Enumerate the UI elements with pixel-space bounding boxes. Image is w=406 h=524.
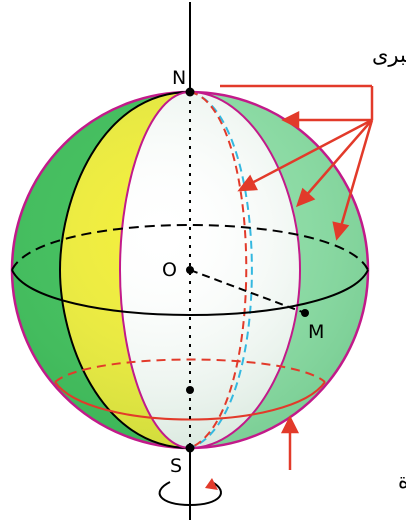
small-circle-arrow: [280, 415, 300, 470]
meridian-left: [58, 91, 191, 449]
meridian-right: [189, 91, 302, 449]
label-m: M: [308, 321, 324, 343]
parallel-front: [54, 381, 326, 421]
point-o: [186, 266, 194, 274]
point-parallel-center: [186, 386, 194, 394]
label-n: N: [172, 67, 186, 89]
point-m: [301, 309, 309, 317]
meridian-hidden-cyan: [189, 91, 253, 449]
point-s: [185, 443, 195, 453]
label-great-circles: دوائر كبرى: [372, 43, 406, 67]
meridian-hidden-red: [189, 91, 248, 449]
label-small-circles: دوائر صغيرة: [398, 469, 406, 493]
equator-back: [11, 224, 369, 271]
great-circle-arrows: [220, 84, 374, 241]
meridian-inner-left: [118, 91, 191, 449]
label-s: S: [170, 455, 182, 477]
radius-om: [189, 269, 306, 314]
parallel-back: [54, 358, 326, 383]
rotation-arrow-icon: [158, 478, 222, 507]
label-o: O: [162, 259, 177, 281]
point-n: [185, 87, 195, 97]
equator-front: [11, 269, 369, 316]
